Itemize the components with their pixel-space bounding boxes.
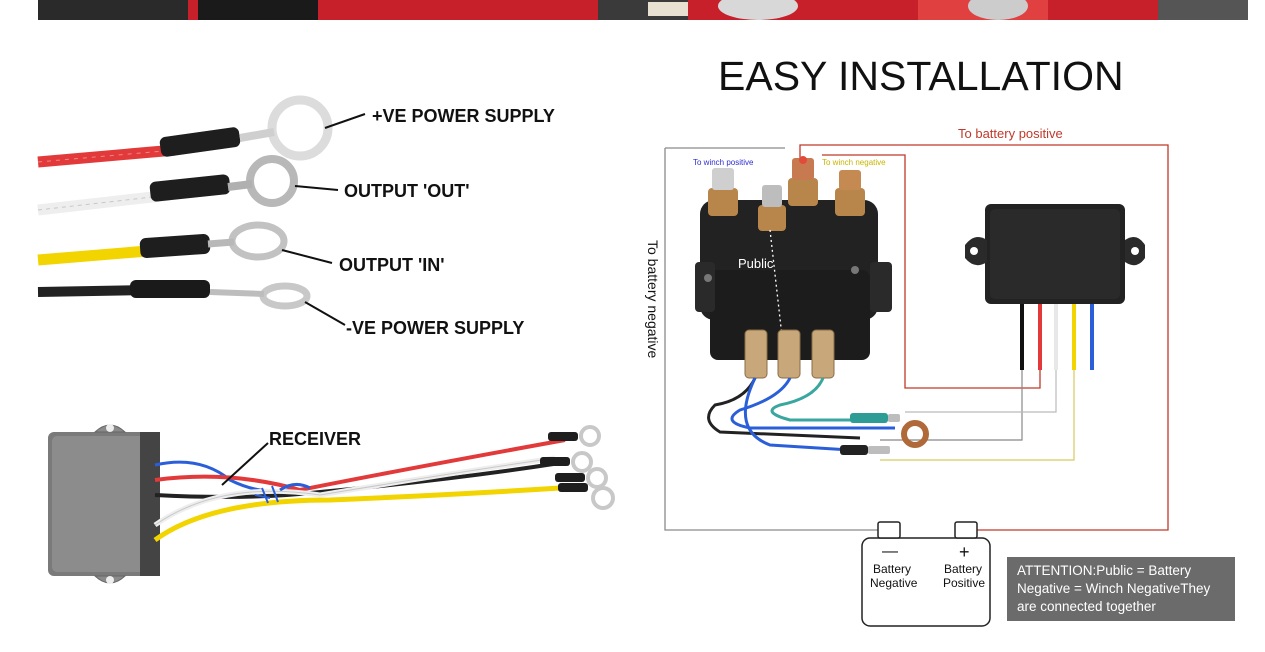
black-heat-shrink xyxy=(130,280,210,298)
top-banner-photo xyxy=(38,0,1248,20)
label-public: Public xyxy=(738,256,774,271)
red-ring-terminal xyxy=(267,95,333,161)
attention-note: ATTENTION:Public = Battery Negative = Wi… xyxy=(1007,557,1235,621)
battery-negative-line2: Negative xyxy=(870,576,918,590)
label-receiver: RECEIVER xyxy=(269,429,361,449)
label-to-winch-positive: To winch positive xyxy=(693,158,754,167)
label-positive-supply: +VE POWER SUPPLY xyxy=(372,106,555,126)
label-negative-supply: -VE POWER SUPPLY xyxy=(346,318,524,338)
solenoid-terminals xyxy=(708,156,865,231)
winch-solenoid xyxy=(695,156,892,379)
battery-negative-line1: Battery xyxy=(873,562,911,576)
label-to-battery-negative: To battery negative xyxy=(645,240,661,359)
wire-leads xyxy=(37,95,366,326)
yellow-wire xyxy=(37,244,161,266)
red-wire xyxy=(37,144,176,168)
black-ring-terminal xyxy=(259,282,311,310)
page-heading: EASY INSTALLATION xyxy=(718,53,1124,99)
battery xyxy=(861,521,991,627)
battery-minus-symbol: — xyxy=(882,543,898,560)
yellow-heat-shrink xyxy=(139,233,211,259)
label-to-winch-negative: To winch negative xyxy=(822,158,886,167)
battery-positive-line1: Battery xyxy=(944,562,982,576)
label-output-out: OUTPUT 'OUT' xyxy=(344,181,470,201)
label-to-battery-positive: To battery positive xyxy=(958,126,1063,141)
receiver-module xyxy=(48,424,615,584)
white-ring-terminal xyxy=(246,155,298,207)
receiver-box xyxy=(965,204,1145,370)
wiring-lines xyxy=(664,144,1169,531)
battery-plus-symbol: + xyxy=(959,542,970,562)
battery-positive-line2: Positive xyxy=(943,576,985,590)
red-heat-shrink xyxy=(159,127,241,157)
white-heat-shrink xyxy=(149,174,231,202)
label-output-in: OUTPUT 'IN' xyxy=(339,255,445,275)
yellow-ring-terminal xyxy=(228,221,288,261)
solenoid-wires xyxy=(707,377,929,455)
